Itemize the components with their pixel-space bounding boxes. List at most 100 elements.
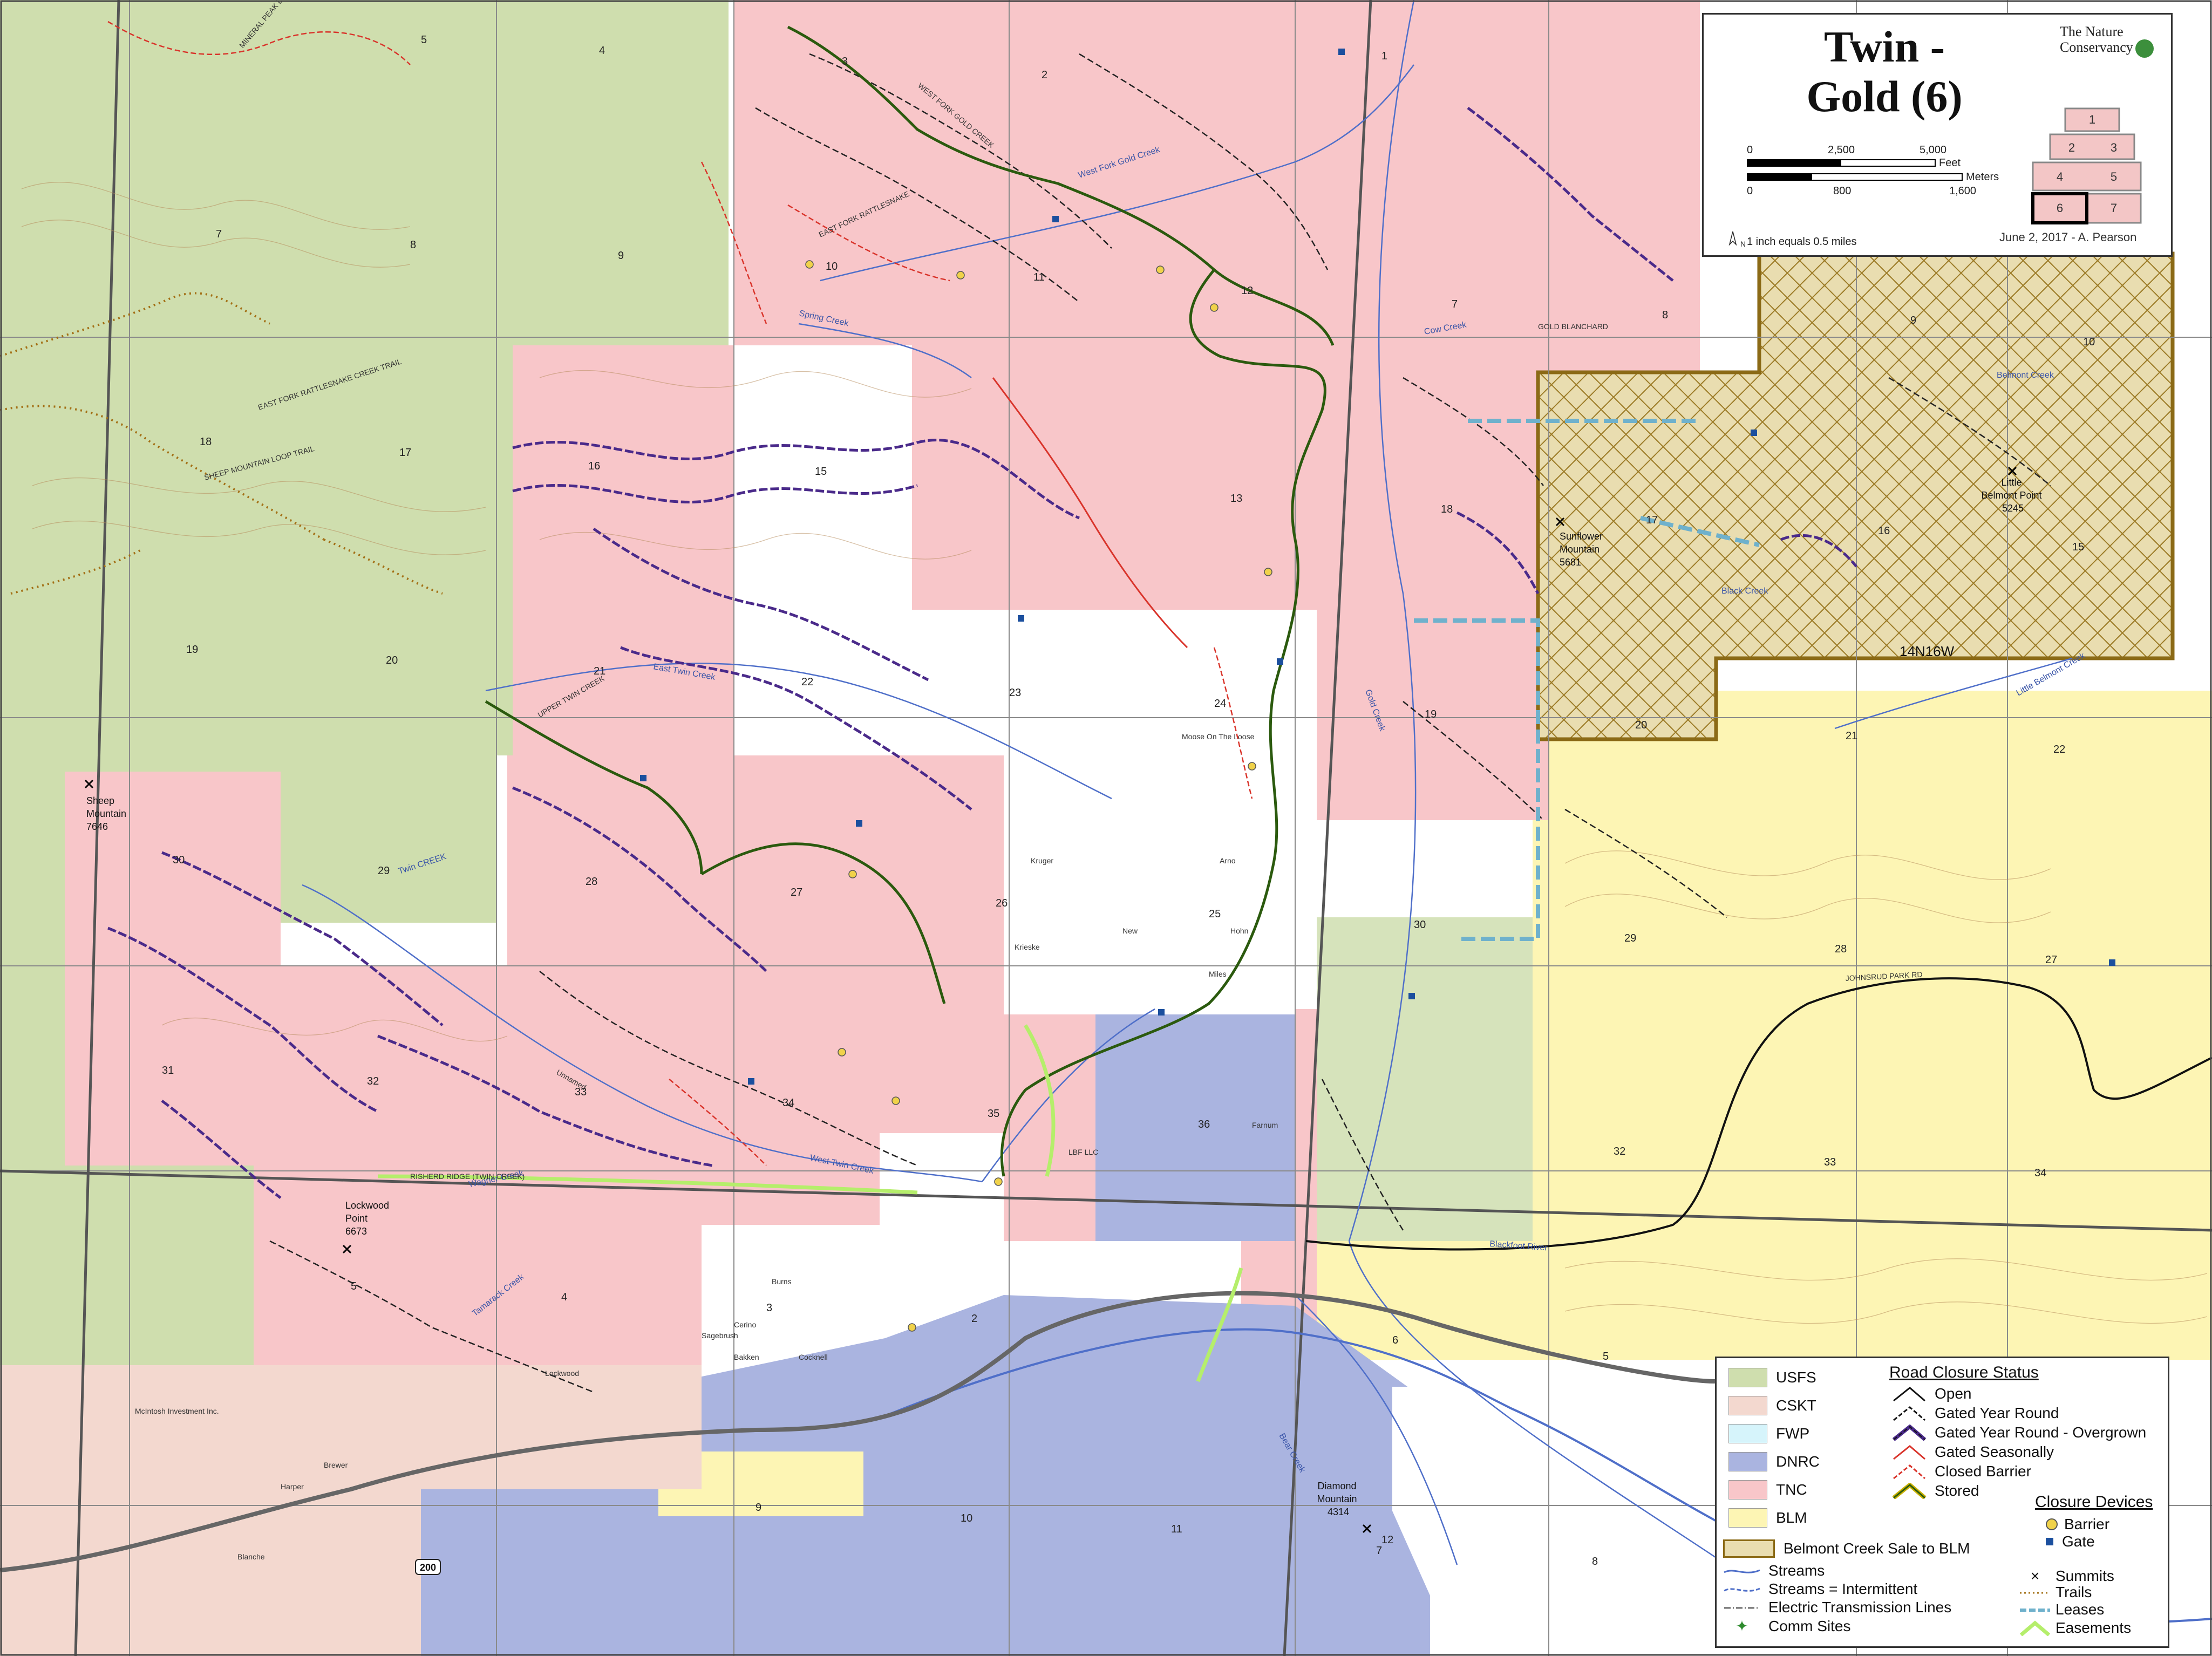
legend-open: Open: [1935, 1385, 1972, 1402]
index-cell-7: 7: [2111, 201, 2117, 215]
private-owner-label: Bakken: [734, 1353, 759, 1361]
index-map: 1 2 3 4 5 6 7: [2031, 107, 2142, 224]
legend-cskt: CSKT: [1776, 1397, 1816, 1414]
title-line-2: Gold (6): [1806, 72, 1963, 121]
north-label: N: [1740, 240, 1746, 248]
section-number: 9: [1910, 315, 1916, 326]
stream-symbol: [1724, 1569, 1760, 1573]
scale-note: 1 inch equals 0.5 miles: [1747, 236, 1857, 248]
township-label: 14N16W: [1900, 643, 1955, 659]
stored-roads: [485, 25, 1335, 1177]
highway-shield: 200: [415, 1559, 441, 1575]
section-number: 27: [2045, 954, 2057, 966]
section-number: 18: [200, 436, 212, 448]
legend-gate: Gate: [2062, 1533, 2095, 1550]
private-owner-label: Hohn: [1230, 926, 1248, 935]
summit-name: Diamond: [1317, 1481, 1356, 1491]
trails: [0, 292, 443, 595]
private-owner-label: Sagebrush: [702, 1331, 738, 1340]
section-number: 22: [801, 676, 813, 688]
legend-barrier: Barrier: [2064, 1516, 2110, 1532]
feet-unit: Feet: [1939, 157, 1961, 169]
org-line-1: The Nature: [2060, 24, 2123, 39]
summit-name: Lockwood: [345, 1200, 389, 1211]
section-number: 10: [2083, 336, 2095, 348]
private-area-central: [1004, 610, 1295, 1014]
transmission-line-symbol: [1724, 1607, 1760, 1609]
section-number: 12: [1241, 285, 1253, 297]
svg-text:Lockwood Point 6673: Lockwood Point 6673: [345, 1200, 392, 1237]
svg-text:Diamond Mountain 4314: Diamond Mountain 4314: [1317, 1481, 1359, 1517]
private-owner-label: Harper: [281, 1482, 304, 1491]
section-number: 11: [1171, 1523, 1182, 1535]
section-number: 33: [575, 1086, 587, 1098]
open-road-symbol: [1893, 1387, 1925, 1402]
section-number: 15: [815, 466, 827, 478]
legend-blm: BLM: [1776, 1509, 1807, 1526]
section-number: 19: [186, 644, 198, 656]
north-arrow-icon: [1728, 231, 1737, 246]
cskt-area-se: [1392, 1387, 1715, 1656]
section-number: 32: [1614, 1146, 1625, 1157]
summit-elev: 4314: [1328, 1507, 1349, 1517]
swatch-tnc: [1728, 1480, 1767, 1500]
leaf-icon: [2135, 39, 2154, 58]
legend-transmission: Electric Transmission Lines: [1768, 1599, 1952, 1616]
gated-seasonally-road: [992, 377, 1188, 649]
section-number: 33: [1824, 1156, 1836, 1168]
section-number: 8: [1592, 1556, 1598, 1568]
section-number: 36: [1198, 1119, 1210, 1130]
section-number: 3: [766, 1302, 772, 1314]
meters-tick-0: 0: [1747, 185, 1753, 197]
contours: [21, 182, 2208, 1324]
gated-overgrown-roads: [107, 107, 1857, 1199]
summit-name: Sunflower: [1560, 531, 1603, 542]
section-number: 34: [782, 1097, 794, 1109]
tnc-logo: The Nature Conservancy: [2060, 24, 2154, 58]
tnc-area-upper: [513, 0, 1700, 820]
cskt-area-sw: [0, 1365, 702, 1656]
section-number: 5: [421, 34, 427, 46]
summit-markers: [84, 466, 2017, 1534]
blm-area-east: [1317, 691, 2212, 1360]
section-number: 16: [1878, 525, 1890, 537]
section-number: 9: [756, 1502, 761, 1514]
easement-symbol: [2019, 1620, 2051, 1636]
section-number: 29: [378, 865, 390, 877]
legend-intermittent: Streams = Intermittent: [1768, 1580, 1918, 1597]
gate-icon: [2046, 1538, 2053, 1545]
gates: [640, 49, 2115, 1085]
section-number: 10: [826, 261, 838, 272]
closed-barrier-roads: [107, 21, 1253, 1166]
svg-text:Little Belmont Point 5: Little Belmont Point 5245: [1981, 477, 2044, 514]
open-road-johnsrud: [1305, 977, 2212, 1251]
section-number: 22: [2053, 744, 2065, 755]
index-cell-3: 3: [2111, 141, 2117, 154]
summit-icon: ×: [2030, 1568, 2040, 1584]
legend-closed-barrier: Closed Barrier: [1935, 1463, 2031, 1480]
legend-trails: Trails: [2056, 1584, 2092, 1600]
stream-label: Black Creek: [1721, 587, 1768, 596]
summit-elev: 6673: [345, 1226, 367, 1237]
section-number: 27: [791, 887, 802, 898]
index-cell-6: 6: [2057, 201, 2063, 215]
road-closure-title: Road Closure Status: [1889, 1364, 2039, 1381]
private-owner-label: Brewer: [324, 1461, 348, 1469]
feet-tick-1: 2,500: [1828, 144, 1855, 156]
section-number: 5: [1603, 1351, 1609, 1362]
index-cell-5: 5: [2111, 170, 2117, 183]
legend-dnrc: DNRC: [1776, 1453, 1820, 1470]
dnrc-area: [1095, 1014, 1295, 1241]
road-label: JOHNSRUD PARK RD: [1845, 970, 1923, 983]
streams: [302, 0, 2073, 1566]
swatch-fwp: [1728, 1424, 1767, 1443]
section-number: 35: [988, 1108, 999, 1120]
legend-summits: Summits: [2056, 1568, 2114, 1584]
legend-gated-seasonally: Gated Seasonally: [1935, 1443, 2054, 1460]
section-number: 29: [1624, 932, 1636, 944]
summit-elev: 7646: [86, 821, 108, 832]
section-number: 7: [216, 228, 222, 240]
